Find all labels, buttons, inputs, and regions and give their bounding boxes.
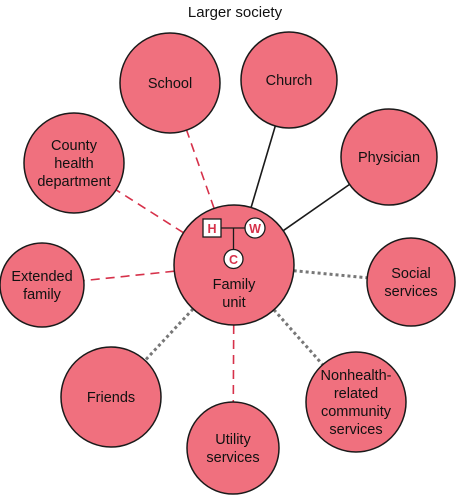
extended-family-circle bbox=[0, 242, 85, 328]
family-unit-label-2: unit bbox=[222, 295, 245, 311]
county-health-department-label-line: health bbox=[54, 156, 94, 172]
child-symbol-label: C bbox=[229, 253, 238, 267]
physician-node: Physician bbox=[340, 108, 438, 206]
county-health-department-label-line: department bbox=[37, 174, 110, 190]
utility-services-node: Utility services bbox=[186, 401, 280, 495]
wife-circle bbox=[244, 217, 266, 239]
extended-family-label-line: family bbox=[23, 287, 62, 303]
county-health-department-label-line: County bbox=[51, 138, 98, 154]
friends-connector bbox=[144, 307, 195, 362]
nonhealth-related-community-services-label-line: Nonhealth- bbox=[321, 368, 392, 384]
school-circle bbox=[119, 32, 221, 134]
nonhealth-related-community-services-label-line: community bbox=[321, 404, 392, 420]
social-services-label-line: services bbox=[384, 284, 437, 300]
nonhealth-related-community-services-label-line: services bbox=[329, 422, 382, 438]
physician-label-line: Physician bbox=[358, 150, 420, 166]
friends-label-line: Friends bbox=[87, 390, 135, 406]
physician-connector bbox=[282, 183, 351, 232]
church-connector bbox=[250, 125, 277, 208]
church-label-line: Church bbox=[266, 73, 313, 89]
family-unit-node: H W C Family unit bbox=[173, 204, 295, 326]
friends-node: Friends bbox=[60, 346, 162, 448]
husband-symbol-label: H bbox=[207, 222, 216, 236]
church-circle bbox=[240, 31, 338, 129]
husband-square bbox=[202, 218, 222, 238]
social-services-label-line: Social bbox=[391, 266, 431, 282]
child-circle bbox=[223, 248, 244, 270]
nonhealth-related-community-services-circle bbox=[305, 351, 407, 453]
utility-services-circle bbox=[186, 401, 280, 495]
church-node: Church bbox=[240, 31, 338, 129]
utility-services-label-line: services bbox=[206, 450, 259, 466]
social-services-node: Social services bbox=[366, 237, 456, 327]
family-unit-label-1: Family bbox=[213, 277, 256, 293]
nonhealth-related-community-services-label-line: related bbox=[334, 386, 378, 402]
county-health-department-node: County health department bbox=[23, 112, 125, 214]
county-health-department-connector bbox=[115, 189, 184, 234]
school-node: School bbox=[119, 32, 221, 134]
connectors bbox=[83, 125, 368, 403]
physician-circle bbox=[340, 108, 438, 206]
school-label-line: School bbox=[148, 76, 192, 92]
utility-services-label-line: Utility bbox=[215, 432, 251, 448]
nonhealth-related-community-services-connector bbox=[272, 308, 324, 366]
school-connector bbox=[185, 129, 215, 209]
social-services-connector bbox=[293, 269, 368, 280]
social-services-circle bbox=[366, 237, 456, 327]
wife-symbol-label: W bbox=[249, 222, 261, 236]
friends-circle bbox=[60, 346, 162, 448]
extended-family-node: Extended family bbox=[0, 242, 85, 328]
extended-family-connector bbox=[83, 270, 175, 282]
nonhealth-related-community-services-node: Nonhealth-related community services bbox=[305, 351, 407, 453]
diagram-title: Larger society bbox=[188, 4, 283, 21]
extended-family-label-line: Extended bbox=[11, 269, 72, 285]
county-health-department-circle bbox=[23, 112, 125, 214]
